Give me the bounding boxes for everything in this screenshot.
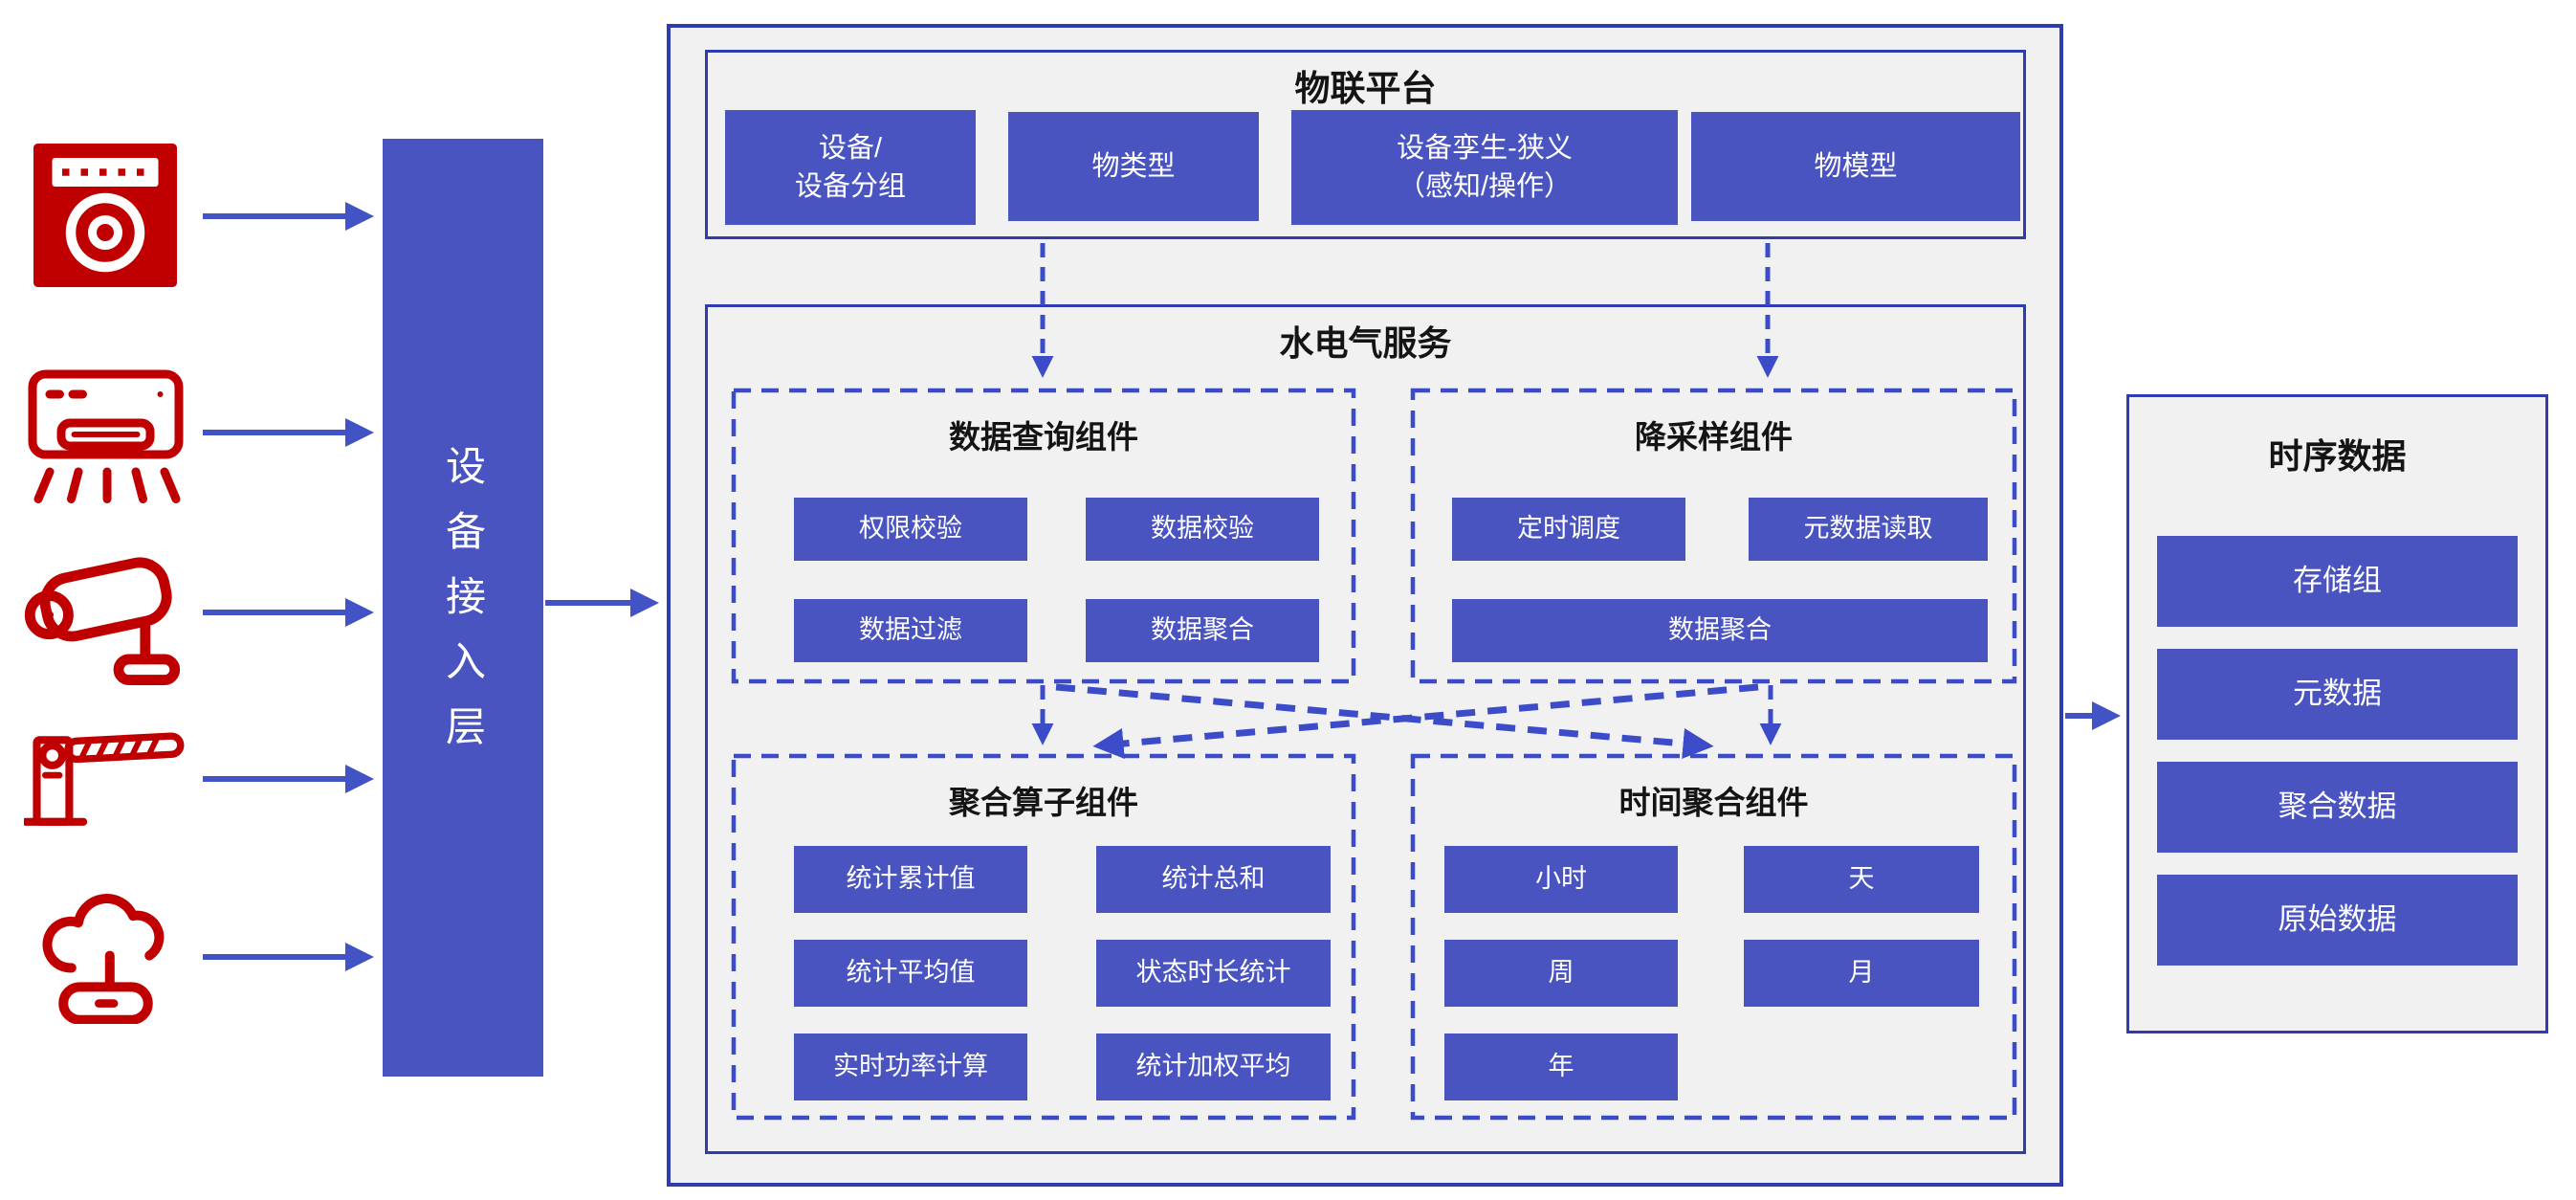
node-hour: 小时 — [1444, 846, 1678, 913]
node-storage-group: 存储组 — [2157, 536, 2518, 627]
node-sum-stat: 统计总和 — [1096, 846, 1331, 913]
node-cumulative-stat: 统计累计值 — [794, 846, 1027, 913]
electric-meter-icon — [33, 144, 177, 287]
node-permission-check: 权限校验 — [794, 498, 1027, 561]
air-conditioner-icon — [27, 366, 185, 509]
node-state-duration-stat: 状态时长统计 — [1096, 940, 1331, 1007]
node-thing-model: 物模型 — [1691, 112, 2020, 221]
node-aggregated-data: 聚合数据 — [2157, 762, 2518, 853]
node-metadata-read: 元数据读取 — [1749, 498, 1988, 561]
node-device-device-group: 设备/ 设备分组 — [725, 110, 976, 225]
node-raw-data: 原始数据 — [2157, 875, 2518, 966]
node-data-aggregate: 数据聚合 — [1086, 599, 1319, 662]
device-access-layer-node: 设备接入层 — [383, 139, 543, 1077]
barrier-gate-icon — [21, 727, 187, 837]
iot-platform-title: 物联平台 — [1294, 69, 1437, 108]
node-weighted-average-stat: 统计加权平均 — [1096, 1033, 1331, 1100]
time-aggregation-component-title: 时间聚合组件 — [1618, 785, 1809, 820]
node-year: 年 — [1444, 1033, 1678, 1100]
aggregation-operator-component-title: 聚合算子组件 — [949, 785, 1138, 820]
iot-gateway-icon — [27, 880, 185, 1025]
node-average-stat: 统计平均值 — [794, 940, 1027, 1007]
data-query-component-title: 数据查询组件 — [949, 419, 1138, 455]
node-week: 周 — [1444, 940, 1678, 1007]
device-access-layer-label: 设备接入层 — [440, 444, 486, 771]
node-device-twin: 设备孪生-狭义 （感知/操作） — [1291, 110, 1678, 225]
node-month: 月 — [1744, 940, 1979, 1007]
downsample-component-title: 降采样组件 — [1635, 419, 1793, 455]
node-data-filter: 数据过滤 — [794, 599, 1027, 662]
timeseries-data-title: 时序数据 — [2268, 436, 2407, 476]
node-data-check: 数据校验 — [1086, 498, 1319, 561]
cctv-camera-icon — [21, 538, 184, 686]
node-thing-type: 物类型 — [1008, 112, 1259, 221]
node-data-aggregate-wide: 数据聚合 — [1452, 599, 1988, 662]
utility-service-title: 水电气服务 — [1279, 323, 1452, 363]
node-scheduled-dispatch: 定时调度 — [1452, 498, 1685, 561]
node-metadata: 元数据 — [2157, 649, 2518, 740]
node-day: 天 — [1744, 846, 1979, 913]
node-realtime-power-calc: 实时功率计算 — [794, 1033, 1027, 1100]
